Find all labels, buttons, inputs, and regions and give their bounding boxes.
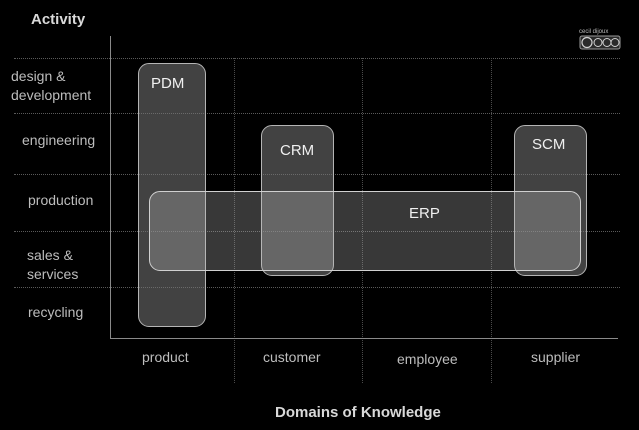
license-author: cecil dijoux — [579, 29, 609, 35]
creative-commons-license-icon — [579, 35, 621, 50]
erp-label: ERP — [409, 205, 440, 222]
column-label-supplier: supplier — [531, 349, 581, 365]
activity-axis-line — [110, 36, 111, 338]
scm-label: SCM — [532, 136, 566, 153]
row-label-production: production — [28, 192, 94, 208]
row-label-design-development: design & development — [11, 68, 92, 103]
column-label-product: product — [142, 349, 189, 365]
pdm-box — [138, 63, 206, 327]
row-gridline — [14, 58, 620, 59]
column-gridline — [362, 58, 363, 383]
domains-axis-title: Domains of Knowledge — [275, 404, 441, 421]
crm-box — [261, 125, 334, 276]
pdm-label: PDM — [151, 75, 185, 92]
row-gridline — [14, 113, 620, 114]
row-label-recycling: recycling — [28, 304, 84, 320]
column-gridline — [234, 58, 235, 383]
row-label-sales-services: sales & services — [27, 247, 79, 282]
row-label-engineering: engineering — [22, 132, 96, 148]
crm-label: CRM — [280, 142, 315, 159]
domains-axis-line — [110, 338, 618, 339]
erp-box — [149, 191, 581, 271]
row-gridline — [14, 287, 620, 288]
column-label-customer: customer — [263, 349, 321, 365]
activity-axis-title: Activity — [31, 11, 86, 28]
column-gridline — [491, 58, 492, 383]
column-label-employee: employee — [397, 351, 458, 367]
